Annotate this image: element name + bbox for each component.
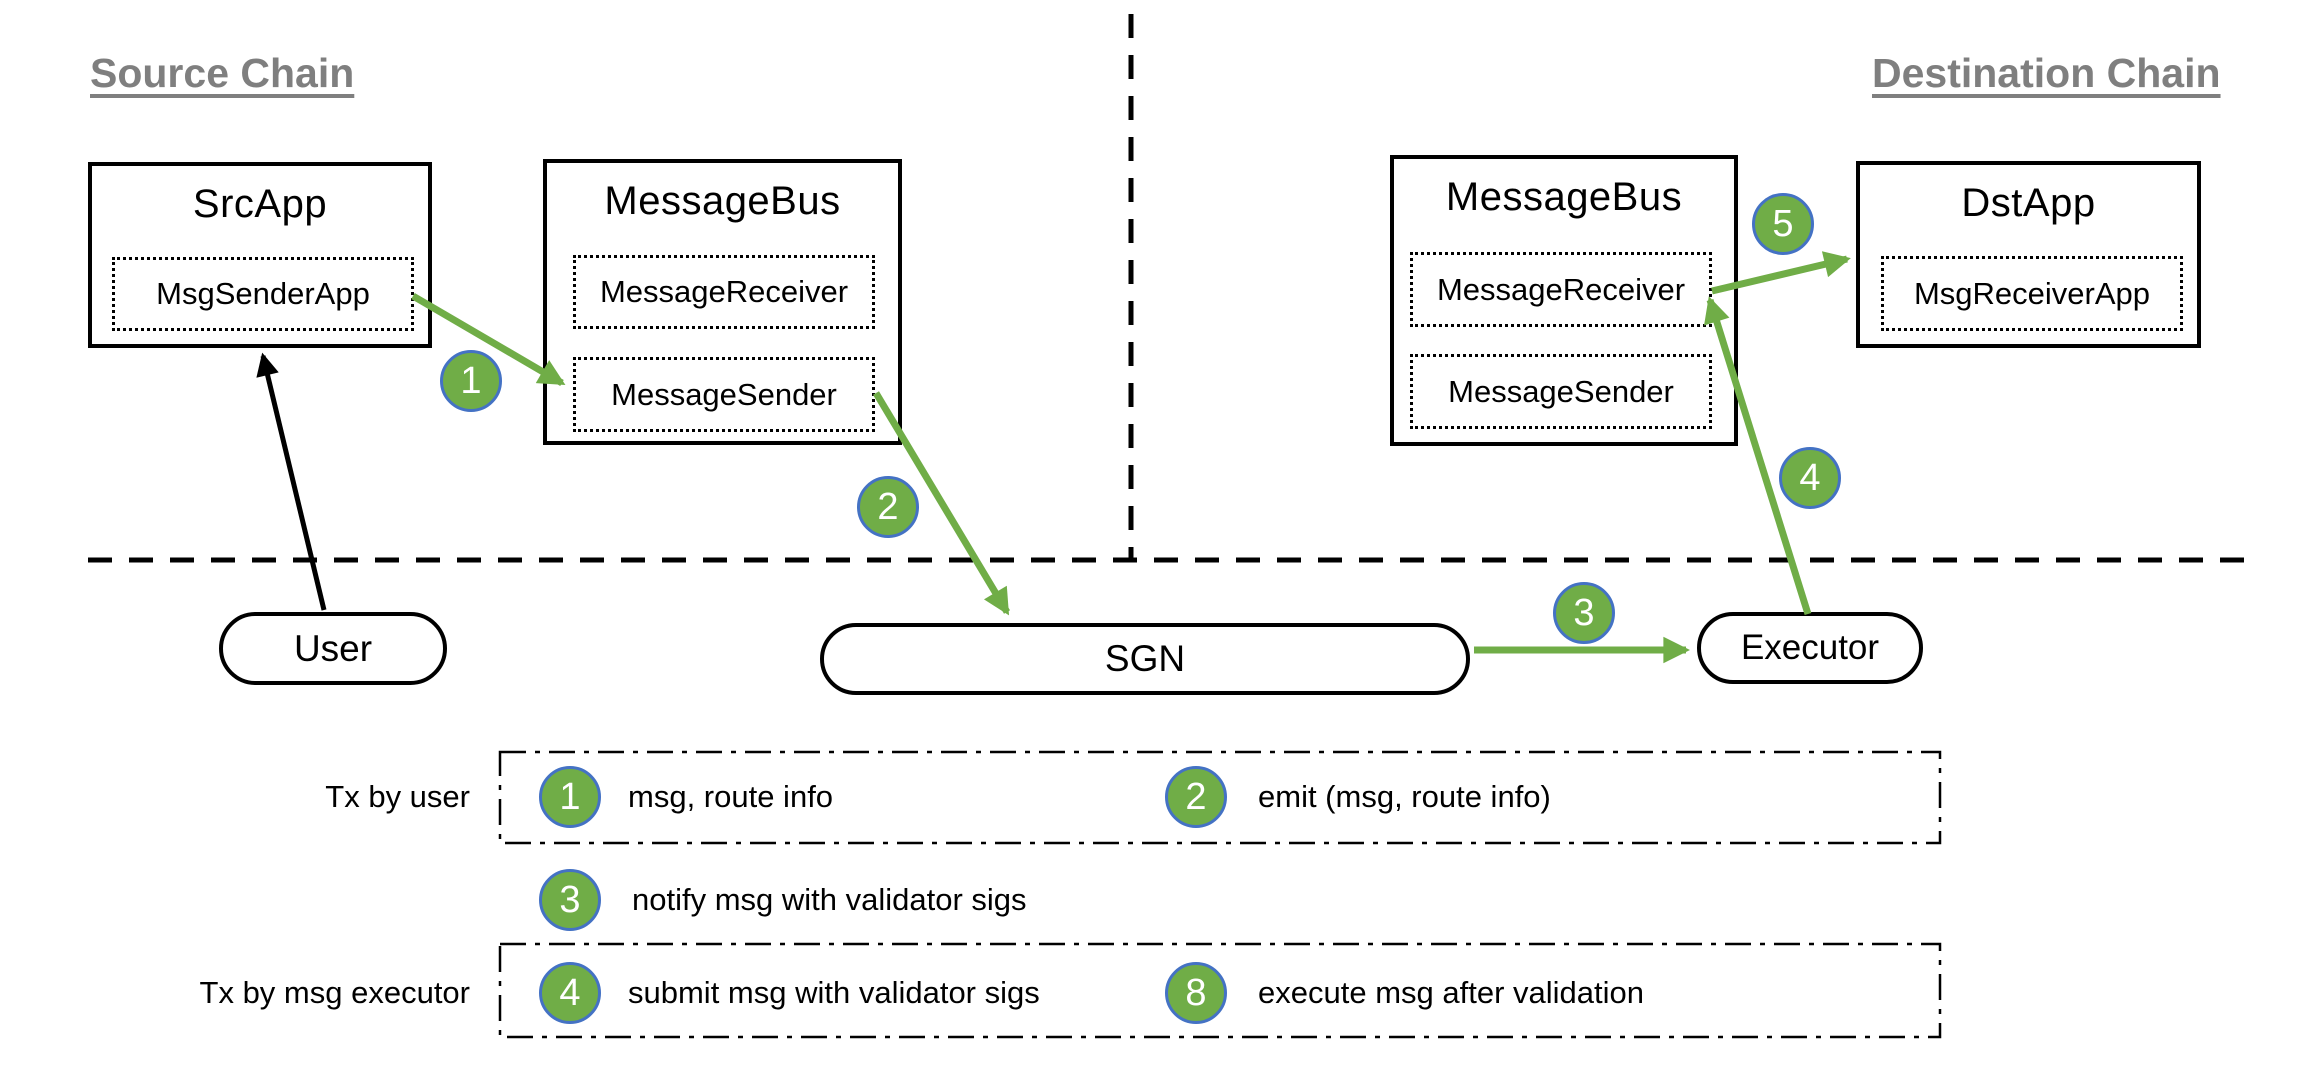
message-bus-destination-title: MessageBus bbox=[1445, 175, 1683, 219]
legend-text-4: submit msg with validator sigs bbox=[628, 975, 1040, 1010]
legend-text-2: emit (msg, route info) bbox=[1258, 779, 1551, 814]
dst-app-title: DstApp bbox=[1961, 181, 2096, 225]
message-bus-destination-box: MessageBus MessageReceiver MessageSender bbox=[1390, 155, 1738, 446]
sgn-node: SGN bbox=[820, 623, 1470, 695]
legend-text-3: notify msg with validator sigs bbox=[632, 882, 1027, 917]
legend-badge-8: 8 bbox=[1165, 962, 1227, 1024]
legend-text-1: msg, route info bbox=[628, 779, 834, 814]
legend-badge-1: 1 bbox=[539, 766, 601, 828]
step4-badge: 4 bbox=[1779, 447, 1841, 509]
step2-badge: 2 bbox=[857, 476, 919, 538]
step5-badge: 5 bbox=[1752, 193, 1814, 255]
src-app-box: SrcApp MsgSenderApp bbox=[88, 162, 432, 348]
message-receiver-source-box: MessageReceiver bbox=[573, 255, 875, 329]
step1-badge: 1 bbox=[440, 350, 502, 412]
src-app-title: SrcApp bbox=[192, 182, 328, 226]
legend-badge-4: 4 bbox=[539, 962, 601, 1024]
msg-sender-app-box: MsgSenderApp bbox=[112, 257, 414, 331]
user-to-srcapp-arrow bbox=[256, 352, 327, 611]
legend-badge-3: 3 bbox=[539, 869, 601, 931]
dst-app-box: DstApp MsgReceiverApp bbox=[1856, 161, 2201, 348]
executor-node: Executor bbox=[1697, 612, 1923, 684]
destination-chain-heading: Destination Chain bbox=[1872, 50, 2221, 96]
source-chain-heading: Source Chain bbox=[90, 50, 355, 96]
message-sender-source-box: MessageSender bbox=[573, 357, 875, 432]
message-bus-source-box: MessageBus MessageReceiver MessageSender bbox=[543, 159, 902, 445]
legend-text-8: execute msg after validation bbox=[1258, 975, 1644, 1010]
legend-badge-2: 2 bbox=[1165, 766, 1227, 828]
message-receiver-destination-box: MessageReceiver bbox=[1410, 252, 1712, 327]
msg-receiver-app-box: MsgReceiverApp bbox=[1881, 256, 2183, 331]
legend-label-tx-by-user: Tx by user bbox=[325, 779, 470, 814]
user-node: User bbox=[219, 612, 447, 685]
message-sender-destination-box: MessageSender bbox=[1410, 354, 1712, 429]
message-bus-source-title: MessageBus bbox=[604, 179, 841, 223]
step3-badge: 3 bbox=[1553, 582, 1615, 644]
legend-label-tx-by-executor: Tx by msg executor bbox=[199, 975, 470, 1010]
